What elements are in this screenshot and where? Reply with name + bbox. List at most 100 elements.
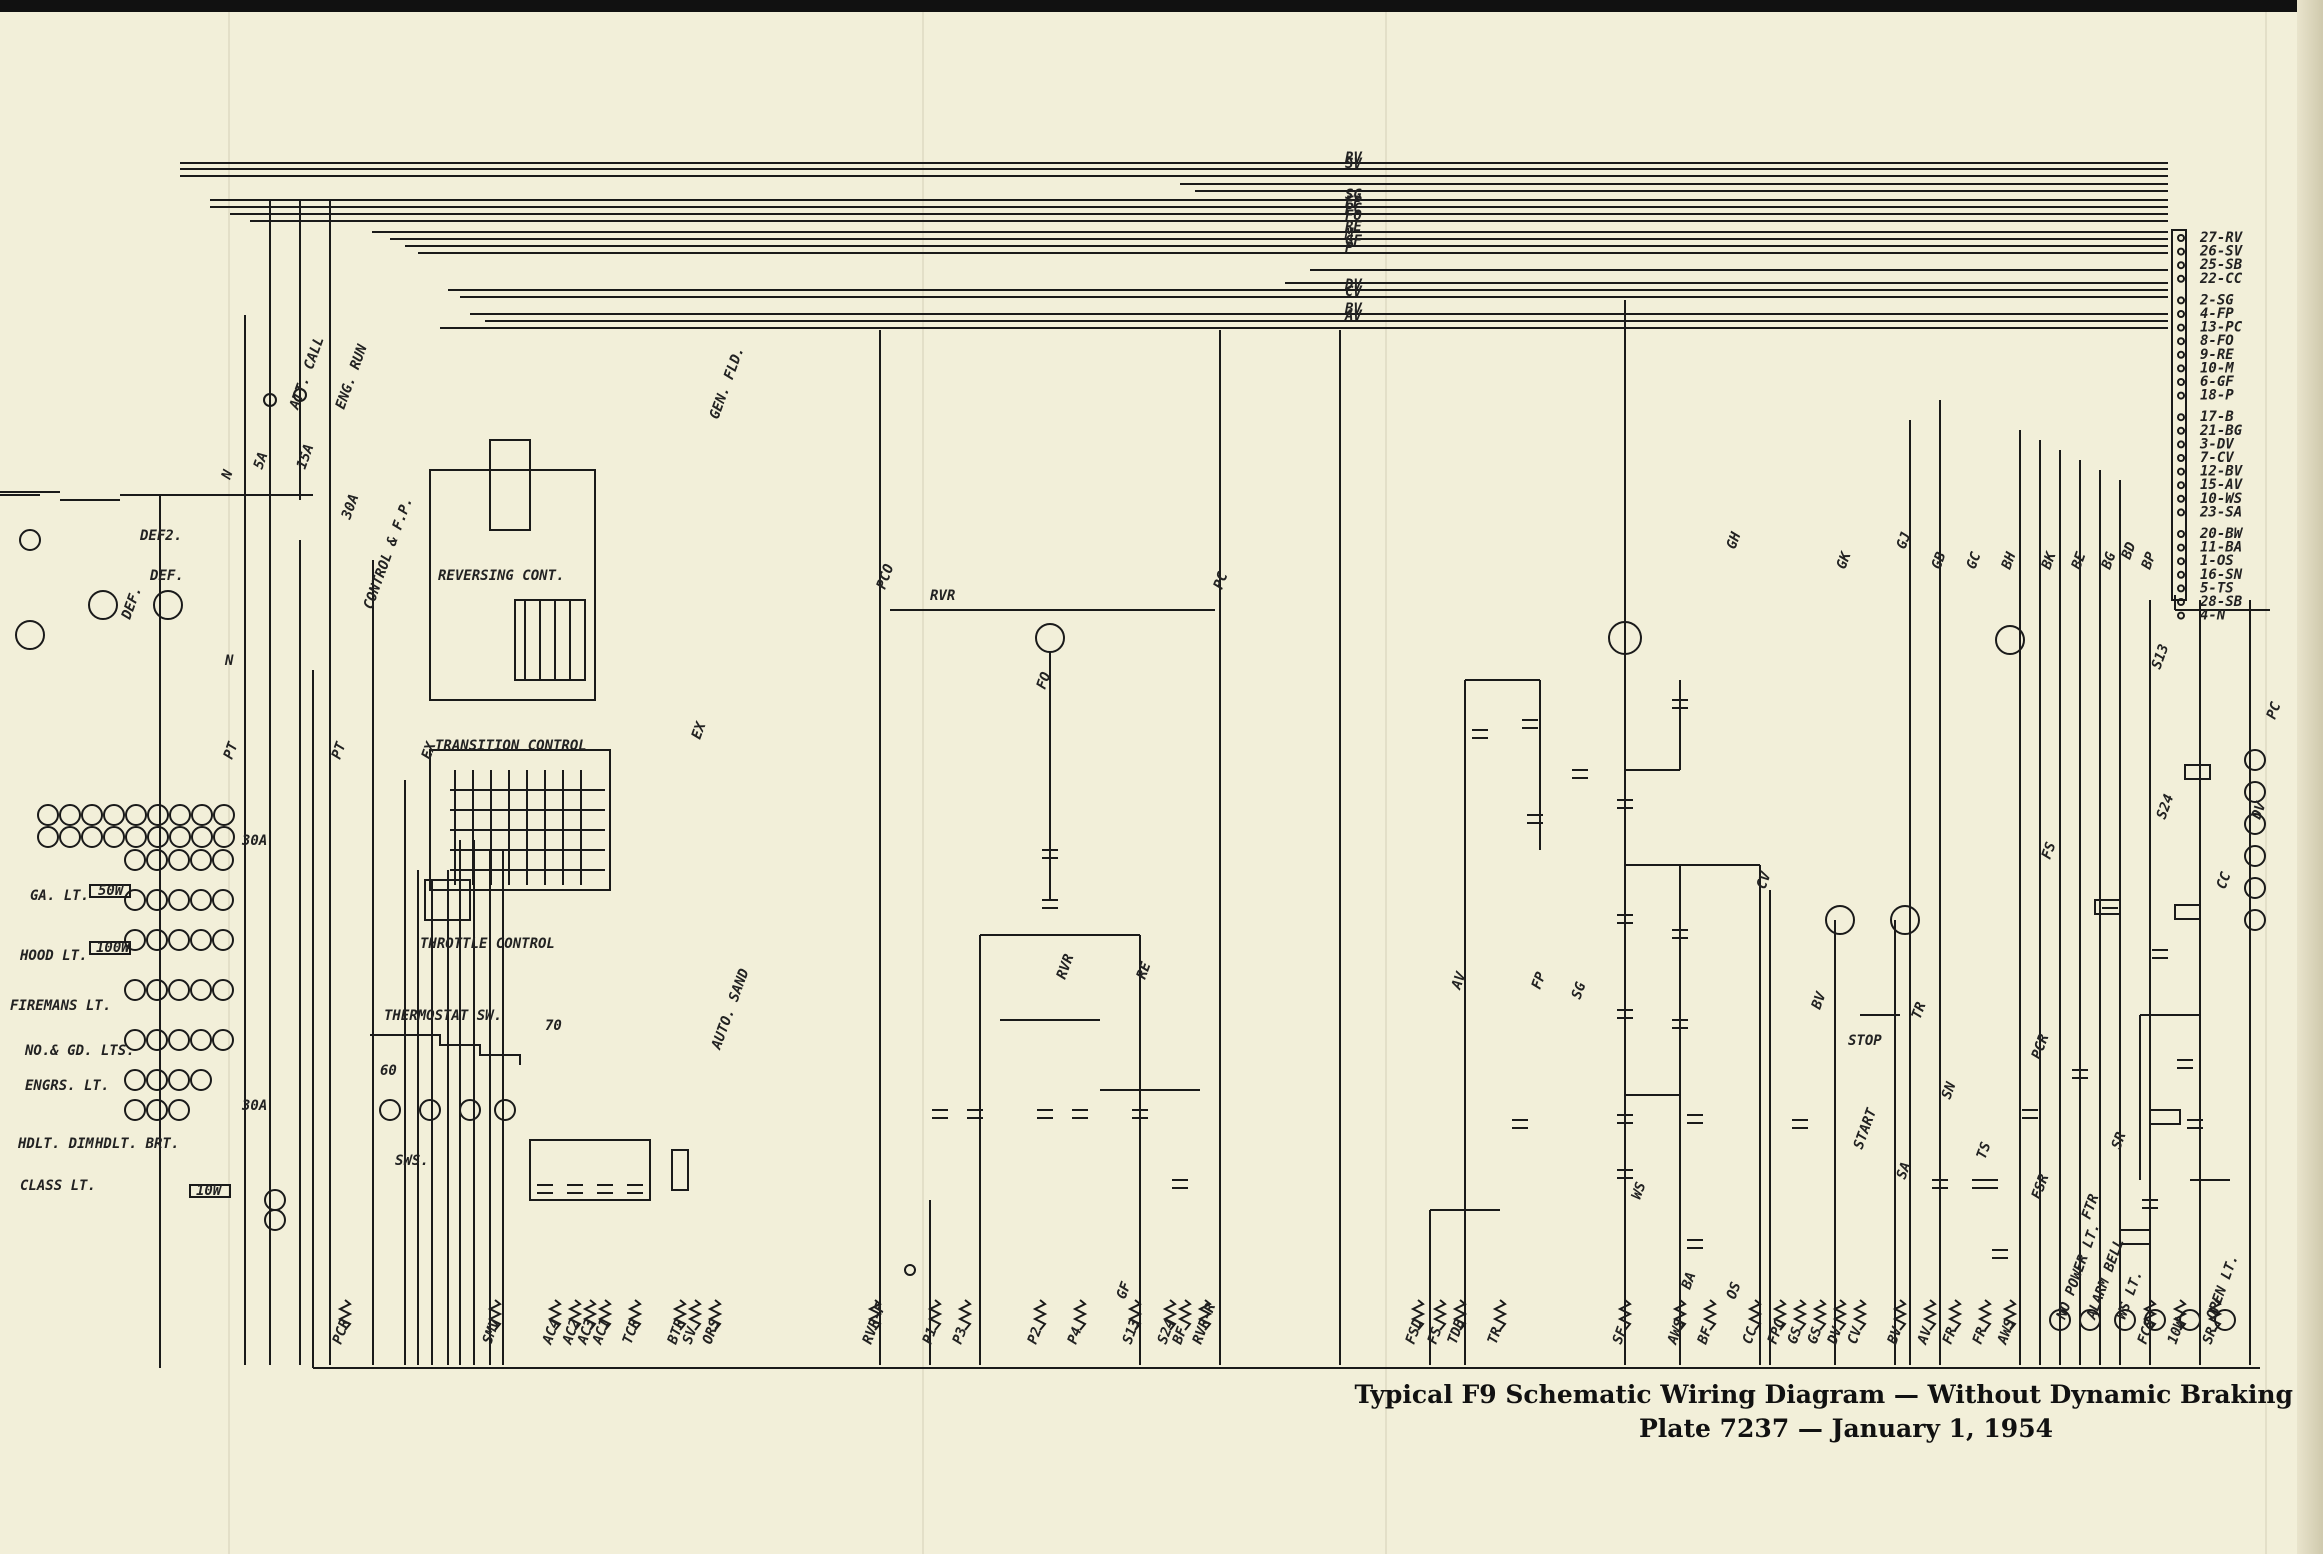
terminal-point — [2177, 584, 2185, 593]
lamp-symbol — [81, 826, 103, 848]
fan-motor — [88, 590, 118, 620]
lamp-label: NO.& GD. LTS. — [24, 1043, 135, 1059]
bus-label: GF — [1345, 233, 1362, 249]
lamp-symbol — [213, 804, 235, 826]
terminal-label: 11-BA — [2200, 540, 2242, 556]
lamp-symbol — [264, 1209, 286, 1231]
relay-coil-circle — [1825, 905, 1855, 935]
wire-tag: CV — [1754, 869, 1775, 892]
terminal-label: 10-M — [2200, 360, 2234, 376]
coil-symbol — [687, 1299, 703, 1331]
lamp-symbol — [124, 929, 146, 951]
switch-label: ENG. RUN — [333, 342, 371, 411]
coil-symbol — [1702, 1299, 1718, 1331]
wire-tag: FO — [1034, 670, 1055, 691]
wire-tag: EX — [419, 739, 440, 762]
lamp-symbol — [190, 929, 212, 951]
coil-symbol — [1197, 1299, 1213, 1331]
wire-tag: FP — [1529, 970, 1550, 992]
terminal-label: 6-GF — [2200, 374, 2234, 390]
coil-label: FR — [1940, 1325, 1961, 1346]
coil-label: P4 — [1065, 1325, 1086, 1346]
lamp-label: GA. LT. — [30, 888, 89, 904]
coil-symbol — [1892, 1299, 1908, 1331]
terminal-point — [2177, 611, 2185, 620]
wire-tag: TS — [1974, 1140, 1995, 1161]
coil-symbol — [1672, 1299, 1688, 1331]
block-label: TRANSITION CONTROL — [435, 738, 587, 754]
terminal-label: 3-DV — [2199, 436, 2235, 452]
bus-label: FP — [1345, 194, 1362, 210]
wire-tag: BP — [2138, 550, 2159, 573]
bus-label: SV — [1345, 156, 1363, 172]
resistor-label: 10W — [196, 1183, 223, 1199]
wire-tag: SN — [1939, 1080, 1960, 1102]
wire-tag: BA — [1678, 1270, 1699, 1292]
terminal-point — [2177, 261, 2185, 270]
coil-label: TCR — [620, 1317, 644, 1346]
terminal-label: 16-SN — [2200, 567, 2243, 583]
lamp-symbol — [168, 929, 190, 951]
terminal-point — [2177, 274, 2185, 283]
relay-coil-circle — [1608, 621, 1642, 655]
coil-symbol — [867, 1299, 883, 1331]
wire-tag: BE — [2068, 550, 2089, 573]
terminal-label: 8-FO — [2200, 333, 2234, 349]
terminal-label: 22-CC — [2199, 271, 2243, 287]
terminal-label: 17-B — [2200, 409, 2234, 425]
coil-symbol — [627, 1299, 643, 1331]
fuse-symbol — [293, 388, 307, 402]
wire-tag: BG — [2098, 550, 2119, 573]
bus-label: RE — [1345, 219, 1362, 235]
coil-symbol — [1977, 1299, 1993, 1331]
terminal-label: 9-RE — [2200, 347, 2234, 363]
wire-tag: SA — [1894, 1160, 1915, 1181]
relay-box — [2149, 1109, 2181, 1125]
terminal-label: 10-WS — [2200, 491, 2242, 507]
reversing-cam — [489, 439, 531, 531]
lamp-symbol — [103, 804, 125, 826]
wire-tag: PC — [2264, 700, 2285, 722]
fold-line — [2265, 12, 2267, 1554]
coil-symbol — [1772, 1299, 1788, 1331]
terminal-label: 20-BW — [2199, 526, 2244, 542]
terminal-label: 2-SG — [2199, 292, 2234, 308]
terminal-label: 25-SB — [2199, 257, 2243, 273]
lamp-label: FIREMANS LT. — [10, 998, 111, 1014]
terminal-label: 7-CV — [2200, 450, 2235, 466]
caption-title: Typical F9 Schematic Wiring Diagram — Wi… — [1354, 1380, 2293, 1409]
terminal-point — [2177, 508, 2185, 517]
terminal-point — [2177, 494, 2185, 503]
coil-symbol — [1852, 1299, 1868, 1331]
lamp-symbol — [59, 804, 81, 826]
terminal-point — [2177, 391, 2185, 400]
lamp-symbol — [146, 889, 168, 911]
terminal-point — [2177, 378, 2185, 386]
lamp-symbol — [212, 929, 234, 951]
wire-tag: BK — [2038, 549, 2060, 573]
wire-label: RVR — [930, 588, 955, 604]
lamp-symbol — [2049, 1309, 2071, 1331]
terminal-label: 26-SV — [2199, 244, 2244, 260]
wire-tag: TR — [1909, 1000, 1930, 1021]
bus-label: FO — [1345, 208, 1362, 224]
switch-label: DEF2. — [139, 528, 182, 544]
lamp-symbol — [146, 1069, 168, 1091]
lamp-symbol — [2244, 813, 2266, 835]
coil-symbol — [1492, 1299, 1508, 1331]
lamp-symbol — [2179, 1309, 2201, 1331]
coil-label: AC4 — [539, 1317, 563, 1347]
wire-tag: BH — [1998, 550, 2019, 573]
fold-line — [228, 12, 230, 1554]
lamp-symbol — [190, 1069, 212, 1091]
lamp-symbol — [2244, 845, 2266, 867]
lamp-symbol — [168, 1029, 190, 1051]
switch-label: DEF. — [118, 584, 145, 622]
scan-top-edge — [0, 0, 2323, 12]
reversing-drum — [514, 599, 586, 681]
reversing-controller-box — [429, 469, 596, 701]
coil-label: CC — [1740, 1325, 1761, 1347]
coil-label: P3 — [950, 1325, 971, 1346]
fold-line — [922, 12, 924, 1554]
wire-tag: PCO — [874, 562, 898, 591]
